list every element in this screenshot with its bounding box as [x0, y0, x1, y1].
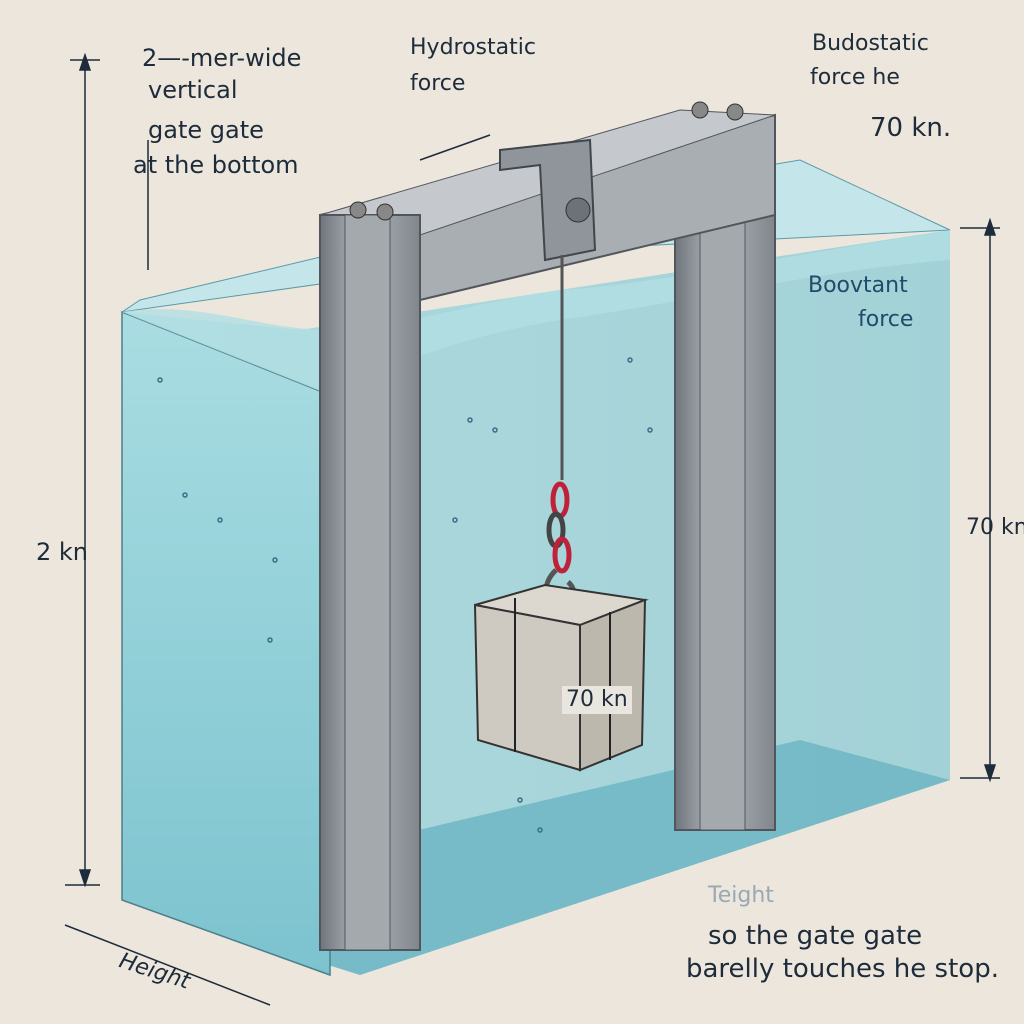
label-right-dimension: 70 kn	[966, 515, 1024, 540]
bolt-icon	[376, 203, 394, 221]
label-gate-line3: gate gate	[148, 116, 264, 144]
note-line2: barelly touches he stop.	[686, 954, 999, 984]
label-gate-line1: 2—-mer-wide	[142, 44, 302, 72]
label-hydrostatic-force: force	[410, 71, 466, 96]
tank-left-panel	[121, 310, 331, 977]
pulley-icon	[565, 197, 591, 223]
label-hydrostatic: Hydrostatic	[410, 35, 536, 60]
label-budostatic-force: force he	[810, 65, 900, 90]
label-gate-line2: vertical	[148, 76, 238, 104]
label-budostatic: Budostatic	[812, 31, 929, 56]
note-line1: so the gate gate	[708, 921, 923, 951]
block-weight-label: 70 kn	[562, 686, 632, 714]
label-buoyant: Boovtant	[808, 273, 908, 298]
label-buoyant-force: force	[858, 307, 914, 332]
trolley	[499, 138, 597, 262]
dimension-lines	[64, 52, 1000, 1006]
bolt-icon	[349, 201, 367, 219]
chain-link	[552, 536, 572, 574]
right-column-web	[699, 139, 746, 831]
left-column-web	[344, 214, 391, 951]
bolt-icon	[726, 103, 744, 121]
label-left-dimension: 2 kn	[36, 538, 89, 566]
bolt-icon	[691, 101, 709, 119]
label-budostatic-value: 70 kn.	[870, 113, 952, 143]
bubbles	[157, 357, 653, 833]
label-teight: Teight	[708, 883, 774, 908]
label-gate-line4: at the bottom	[133, 151, 299, 179]
block-side	[579, 598, 647, 772]
